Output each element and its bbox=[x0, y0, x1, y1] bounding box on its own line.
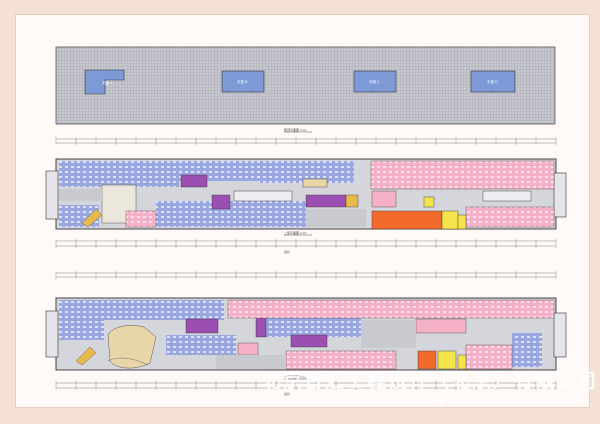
upper-offices-south-west bbox=[125, 210, 157, 228]
upper-east-wing bbox=[553, 172, 567, 218]
lower-meeting-room-1 bbox=[185, 318, 219, 334]
roof-skylight-2: 天窗 B bbox=[221, 70, 265, 93]
upper-west-wing bbox=[45, 170, 59, 220]
lower-open-office-mid bbox=[166, 335, 236, 355]
upper-office-pink-a bbox=[371, 190, 397, 208]
lower-open-office-east bbox=[512, 333, 542, 367]
upper-open-office-south bbox=[156, 201, 306, 227]
lower-stair-1 bbox=[437, 350, 457, 370]
lower-west-wing bbox=[45, 310, 59, 358]
lower-open-office-north bbox=[104, 300, 224, 320]
upper-open-office-west bbox=[59, 161, 179, 187]
roof-skylight-4: 天窗 D bbox=[470, 70, 516, 93]
upper-lightwell-2 bbox=[482, 190, 532, 202]
lower-open-office-center bbox=[261, 315, 361, 337]
floor-plan-drawing: 天窗 A 天窗 B 天窗 C 天窗 D 屋顶平面图 1:xx 总长 bbox=[45, 46, 567, 396]
upper-plan-dimension: 总长 bbox=[284, 249, 290, 254]
skylight-label: 天窗 A bbox=[102, 80, 113, 85]
upper-lightwell-1 bbox=[233, 190, 293, 202]
lower-open-office-west bbox=[59, 300, 104, 340]
roof-plan-caption: 屋顶平面图 1:xx bbox=[284, 127, 307, 132]
skylight-label: 天窗 C bbox=[369, 79, 380, 84]
upper-stair-3 bbox=[423, 196, 435, 208]
upper-meeting-room-4 bbox=[345, 194, 359, 208]
roof-skylight-1: 天窗 A bbox=[84, 69, 125, 95]
lower-offices-south-east bbox=[465, 344, 513, 370]
drawing-sheet: 天窗 A 天窗 B 天窗 C 天窗 D 屋顶平面图 1:xx 总长 bbox=[15, 14, 590, 408]
upper-offices-south-east bbox=[465, 206, 555, 228]
lower-offices-north-east bbox=[227, 299, 555, 319]
upper-meeting-room-5 bbox=[302, 178, 328, 188]
roof-skylight-3: 天窗 C bbox=[353, 70, 397, 93]
upper-meeting-room-2 bbox=[211, 194, 231, 210]
watermark-company: 北京智汇工程设计（北京）有限公司 bbox=[262, 370, 599, 392]
upper-open-office-center bbox=[259, 161, 354, 183]
lower-office-pink-a bbox=[237, 342, 259, 356]
lower-office-pink-b bbox=[415, 318, 467, 334]
lower-meeting-room-3 bbox=[290, 334, 328, 348]
lower-service-core bbox=[417, 350, 437, 370]
upper-service-core bbox=[371, 210, 443, 230]
watermark-subtitle: 设计研究院 bbox=[388, 396, 443, 409]
lower-lobby bbox=[107, 325, 157, 369]
upper-meeting-room-1 bbox=[180, 174, 208, 188]
upper-stair-2 bbox=[457, 214, 467, 230]
lower-floor-plan: 总长 一层平面图 1:xx bbox=[45, 271, 567, 396]
lower-stair-2 bbox=[457, 354, 467, 370]
upper-plan-caption: 二层平面图 1:xx bbox=[284, 230, 307, 235]
upper-stair-1 bbox=[441, 210, 459, 230]
upper-meeting-room-3 bbox=[305, 194, 347, 208]
roof-plan: 天窗 A 天窗 B 天窗 C 天窗 D 屋顶平面图 1:xx bbox=[55, 46, 556, 133]
upper-offices-north-east bbox=[370, 160, 555, 190]
skylight-label: 天窗 B bbox=[237, 79, 248, 84]
lower-meeting-room-2 bbox=[255, 314, 267, 338]
skylight-label: 天窗 D bbox=[487, 79, 498, 84]
upper-floor-plan: 总长 二层平面图 bbox=[45, 137, 567, 254]
lower-plan-caption: 一层平面图 1:xx bbox=[284, 374, 307, 379]
lower-east-wing bbox=[553, 312, 567, 358]
lower-plan-dimension: 总长 bbox=[284, 391, 290, 396]
